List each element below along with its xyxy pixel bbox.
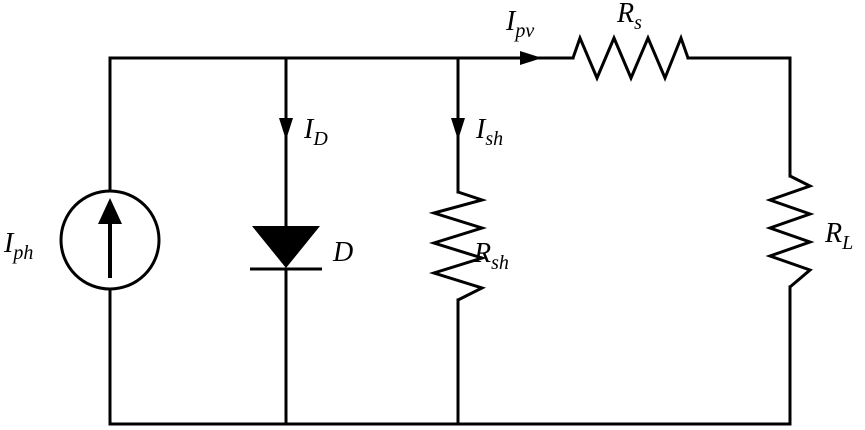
resistor-r-sh — [428, 190, 488, 302]
label-r-sh: Rsh — [473, 238, 509, 274]
current-source — [59, 189, 161, 291]
arrow-i-d — [279, 118, 293, 140]
label-i-sh: Ish — [475, 114, 503, 150]
top-wire-right — [686, 56, 792, 178]
wires — [108, 56, 792, 426]
label-i-d: ID — [303, 114, 328, 150]
arrow-i-pv — [520, 51, 542, 65]
label-r-s: Rs — [616, 0, 642, 34]
arrow-i-sh — [451, 118, 465, 140]
diode — [250, 226, 322, 271]
label-i-ph: Iph — [3, 228, 33, 264]
diode-triangle — [252, 226, 320, 268]
current-source-arrow-head — [98, 198, 122, 224]
bottom-wire — [108, 285, 792, 426]
resistor-r-l — [765, 174, 815, 289]
label-d: D — [332, 237, 353, 268]
resistor-r-s — [571, 33, 690, 82]
label-r-l: RL — [824, 218, 853, 254]
label-i-pv: Ipv — [505, 6, 534, 42]
